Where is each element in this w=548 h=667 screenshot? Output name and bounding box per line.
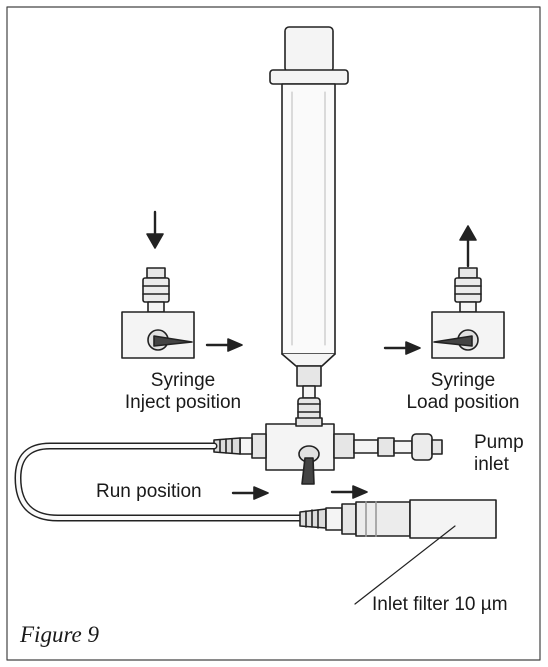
inject-position-diagram	[121, 210, 243, 359]
syringe-barrel	[281, 83, 336, 355]
run-position-label: Run position	[96, 481, 202, 502]
syringe-inject-label-line1: Syringe	[150, 370, 216, 391]
syringe-inject-label-line2: Inject position	[124, 392, 242, 413]
syringe-load-label-line1: Syringe	[430, 370, 496, 391]
pump-inlet-label-line1: Pump	[474, 432, 524, 453]
filter-element	[409, 499, 497, 539]
syringe-adapter	[297, 397, 321, 421]
tee-stopcock-lever	[301, 457, 315, 485]
syringe-plunger-cap	[284, 26, 334, 73]
load-position-diagram	[383, 225, 505, 359]
run-position-arrows	[231, 485, 368, 500]
syringe-taper	[281, 353, 336, 367]
inject-valve-lever	[153, 335, 193, 347]
syringe-flange	[269, 69, 349, 85]
left-fitting-ribbed	[213, 437, 241, 455]
load-valve-lever	[433, 335, 473, 347]
syringe-luer-hub	[296, 365, 322, 387]
pump-inlet-label: Pump inlet	[474, 432, 524, 476]
syringe	[269, 26, 349, 421]
figure-frame	[6, 6, 541, 661]
pump-inlet-connector	[377, 437, 395, 457]
syringe-load-label: Syringe Load position	[398, 370, 528, 414]
filter-pointer	[354, 525, 456, 605]
syringe-load-label-line2: Load position	[406, 392, 520, 413]
inlet-filter-label: Inlet filter 10 µm	[372, 594, 508, 615]
figure-caption: Figure 9	[20, 622, 99, 647]
tee-body	[265, 423, 335, 471]
syringe-inject-label: Syringe Inject position	[118, 370, 248, 414]
inlet-filter-assembly	[299, 499, 497, 539]
pump-inlet-label-line2: inlet	[474, 454, 509, 475]
main-tee-valve	[213, 417, 443, 485]
filter-housing	[355, 501, 411, 537]
